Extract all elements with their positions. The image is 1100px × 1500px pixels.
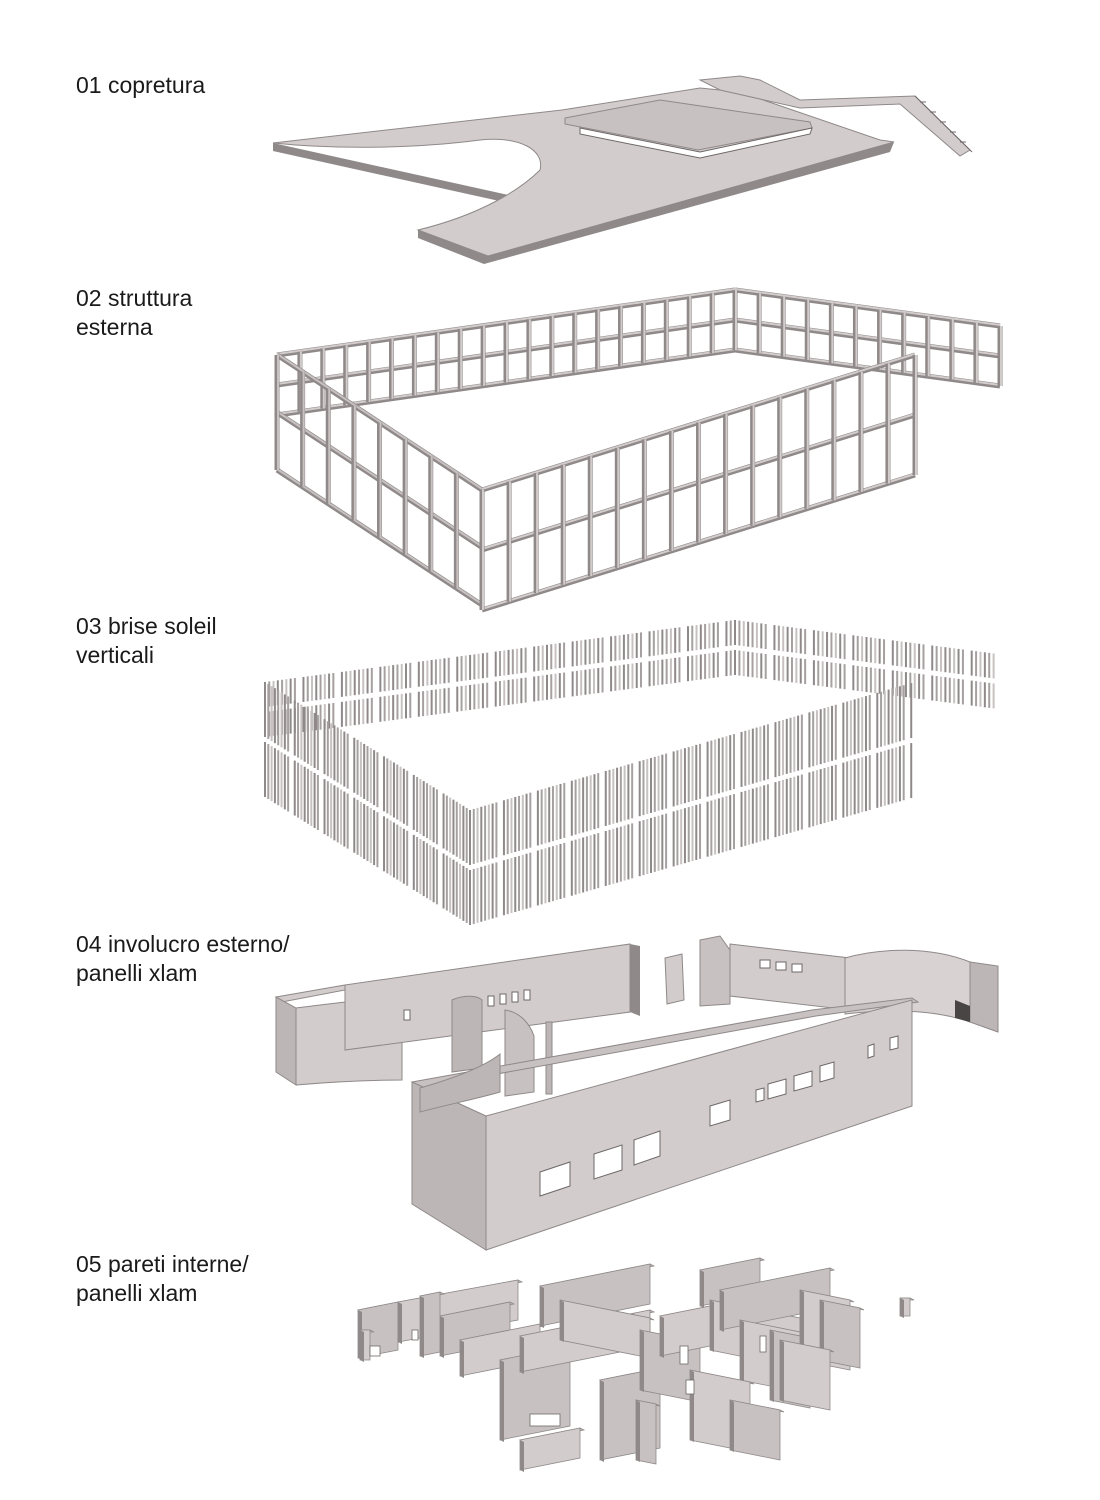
frame-left-wall-rail-face-0	[276, 353, 483, 490]
internal-wall-panel-25	[899, 1297, 915, 1318]
internal-wall-opening-0	[529, 1413, 561, 1427]
layer-label-brise-soleil-line-1: 03 brise soleil	[76, 613, 217, 639]
internal-wall-panel-14	[718, 1267, 836, 1332]
internal-wall-end-25	[900, 1298, 904, 1318]
internal-wall-panel-23	[359, 1329, 375, 1362]
envelope-left-box-front	[275, 996, 297, 1086]
internal-wall-end-24	[636, 1400, 640, 1462]
envelope-right-windows	[759, 959, 803, 973]
internal-wall-end-13	[710, 1300, 714, 1352]
brise-soleil-layer	[264, 620, 995, 925]
internal-wall-opening-1	[679, 1345, 689, 1365]
layer-label-external-envelope-line-1: 04 involucro esterno/	[76, 931, 290, 957]
internal-wall-end-23	[360, 1330, 364, 1362]
roof-layer	[272, 75, 973, 264]
layer-label-external-structure: 02 struttura esterna	[76, 284, 192, 342]
envelope-front-wall	[485, 999, 913, 1251]
internal-wall-end-6	[540, 1286, 544, 1328]
external-structure-layer	[274, 287, 1003, 613]
frame-right-back-wall-rail-face-0	[734, 288, 1001, 326]
internal-wall-end-3	[460, 1340, 464, 1378]
internal-walls-layer	[356, 1257, 915, 1472]
internal-wall-end-11	[660, 1316, 664, 1358]
roof-stair	[914, 95, 973, 153]
layer-label-internal-walls: 05 pareti interne/ panelli xlam	[76, 1250, 249, 1308]
envelope-back-wall-end	[630, 944, 640, 1016]
internal-wall-end-12	[700, 1270, 704, 1308]
internal-wall-end-9	[520, 1440, 524, 1472]
internal-wall-opening-2	[685, 1379, 695, 1395]
envelope-inner-curve-2	[504, 1009, 535, 1097]
internal-wall-end-21	[780, 1340, 784, 1402]
frame-right-back-wall	[732, 287, 1003, 389]
internal-wall-panel-24	[635, 1399, 661, 1465]
envelope-front-windows	[539, 1035, 899, 1197]
layer-label-brise-soleil: 03 brise soleil verticali	[76, 612, 217, 670]
layer-label-internal-walls-line-2: panelli xlam	[76, 1280, 198, 1306]
envelope-right-wall	[729, 943, 851, 1011]
layer-label-brise-soleil-line-2: verticali	[76, 642, 154, 668]
internal-wall-opening-4	[759, 1335, 767, 1353]
roof-skylight-slot	[579, 127, 813, 159]
layer-label-roof: 01 copretura	[76, 71, 205, 100]
internal-wall-end-14	[720, 1290, 724, 1332]
louver-front-wall	[469, 683, 913, 925]
external-envelope-layer	[274, 935, 999, 1251]
envelope-right-end	[969, 961, 999, 1033]
internal-wall-end-4	[500, 1360, 504, 1442]
roof-slab-side	[418, 142, 894, 264]
internal-wall-end-8	[600, 1380, 604, 1462]
internal-wall-face-20	[729, 1399, 781, 1461]
envelope-detached-panel-2	[699, 935, 731, 1007]
frame-front-wall	[479, 352, 918, 613]
internal-wall-end-1	[398, 1302, 402, 1344]
frame-back-wall-rail-face-0	[276, 288, 736, 355]
louver-back-wall	[264, 620, 732, 737]
envelope-left-box-top	[274, 984, 346, 1003]
frame-back-wall	[274, 287, 738, 418]
envelope-detached-panel-1	[664, 953, 685, 1005]
layer-label-roof-line-1: 01 copretura	[76, 72, 206, 98]
internal-wall-face-21	[779, 1339, 831, 1411]
internal-wall-end-22	[420, 1296, 424, 1358]
frame-front-wall-rail-face-0	[481, 353, 916, 490]
internal-wall-panel-7	[559, 1299, 655, 1359]
envelope-inner-curve-1	[451, 995, 483, 1073]
envelope-back-windows	[403, 989, 531, 1021]
envelope-front-return	[419, 1052, 501, 1113]
internal-wall-end-15	[740, 1320, 744, 1382]
internal-wall-panel-22	[418, 1291, 446, 1358]
layer-label-external-structure-line-1: 02 struttura	[76, 285, 193, 311]
internal-wall-panel-20	[729, 1399, 785, 1461]
internal-wall-end-16	[770, 1330, 774, 1402]
internal-wall-end-7	[560, 1300, 564, 1342]
internal-wall-end-20	[730, 1400, 734, 1452]
frame-right-back-wall-rail-face-1	[734, 318, 1001, 356]
louver-left-wall	[264, 682, 468, 923]
roof-slab-side-left	[273, 143, 540, 210]
internal-wall-panel-9	[518, 1427, 586, 1472]
louver-right-back-wall	[734, 620, 995, 709]
internal-wall-end-5	[520, 1336, 524, 1374]
envelope-right-end-shadow	[955, 1000, 970, 1022]
internal-wall-opening-5	[411, 1329, 419, 1341]
internal-wall-opening-3	[369, 1345, 381, 1357]
internal-wall-end-10	[640, 1330, 644, 1392]
internal-wall-panel-21	[779, 1339, 835, 1411]
internal-wall-end-18	[820, 1300, 824, 1362]
frame-right-back-wall-rail-face-2	[734, 348, 1001, 386]
layer-label-external-envelope-line-2: panelli xlam	[76, 960, 198, 986]
layer-label-external-structure-line-2: esterna	[76, 314, 153, 340]
layer-label-external-envelope: 04 involucro esterno/ panelli xlam	[76, 930, 290, 988]
internal-wall-end-2	[440, 1316, 444, 1358]
layer-label-internal-walls-line-1: 05 pareti interne/	[76, 1251, 249, 1277]
